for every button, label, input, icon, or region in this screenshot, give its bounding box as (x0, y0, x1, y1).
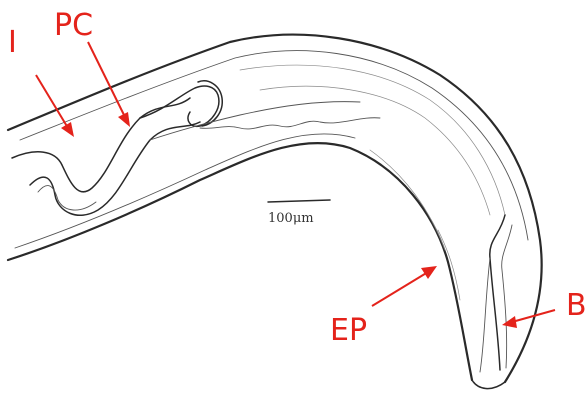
intestine-inner-line (38, 186, 96, 210)
spicule-shaft-wavy (200, 118, 380, 129)
b-label: B (566, 288, 585, 323)
tail-tip (472, 380, 505, 389)
intestine-arrow (36, 75, 68, 128)
scale-bar-label: 100μm (268, 211, 314, 226)
spicule-outer (140, 86, 219, 126)
intestine-lower-wall (30, 122, 200, 215)
body-inner-cuticle-inner (15, 134, 355, 248)
intestine-label: I (8, 25, 17, 60)
b-arrow-head (502, 316, 517, 328)
bursa-ray (480, 258, 490, 372)
ep-label: EP (330, 313, 367, 348)
ep-arrow-head (421, 266, 437, 279)
bursa-inner (502, 225, 512, 368)
pc-label: PC (54, 8, 93, 43)
ep-arrow (372, 272, 428, 306)
scale-bar-line (268, 200, 330, 202)
bursa-outer (490, 215, 505, 370)
pc-arrow-head (118, 112, 130, 127)
intestine-arrow-head (61, 122, 74, 137)
